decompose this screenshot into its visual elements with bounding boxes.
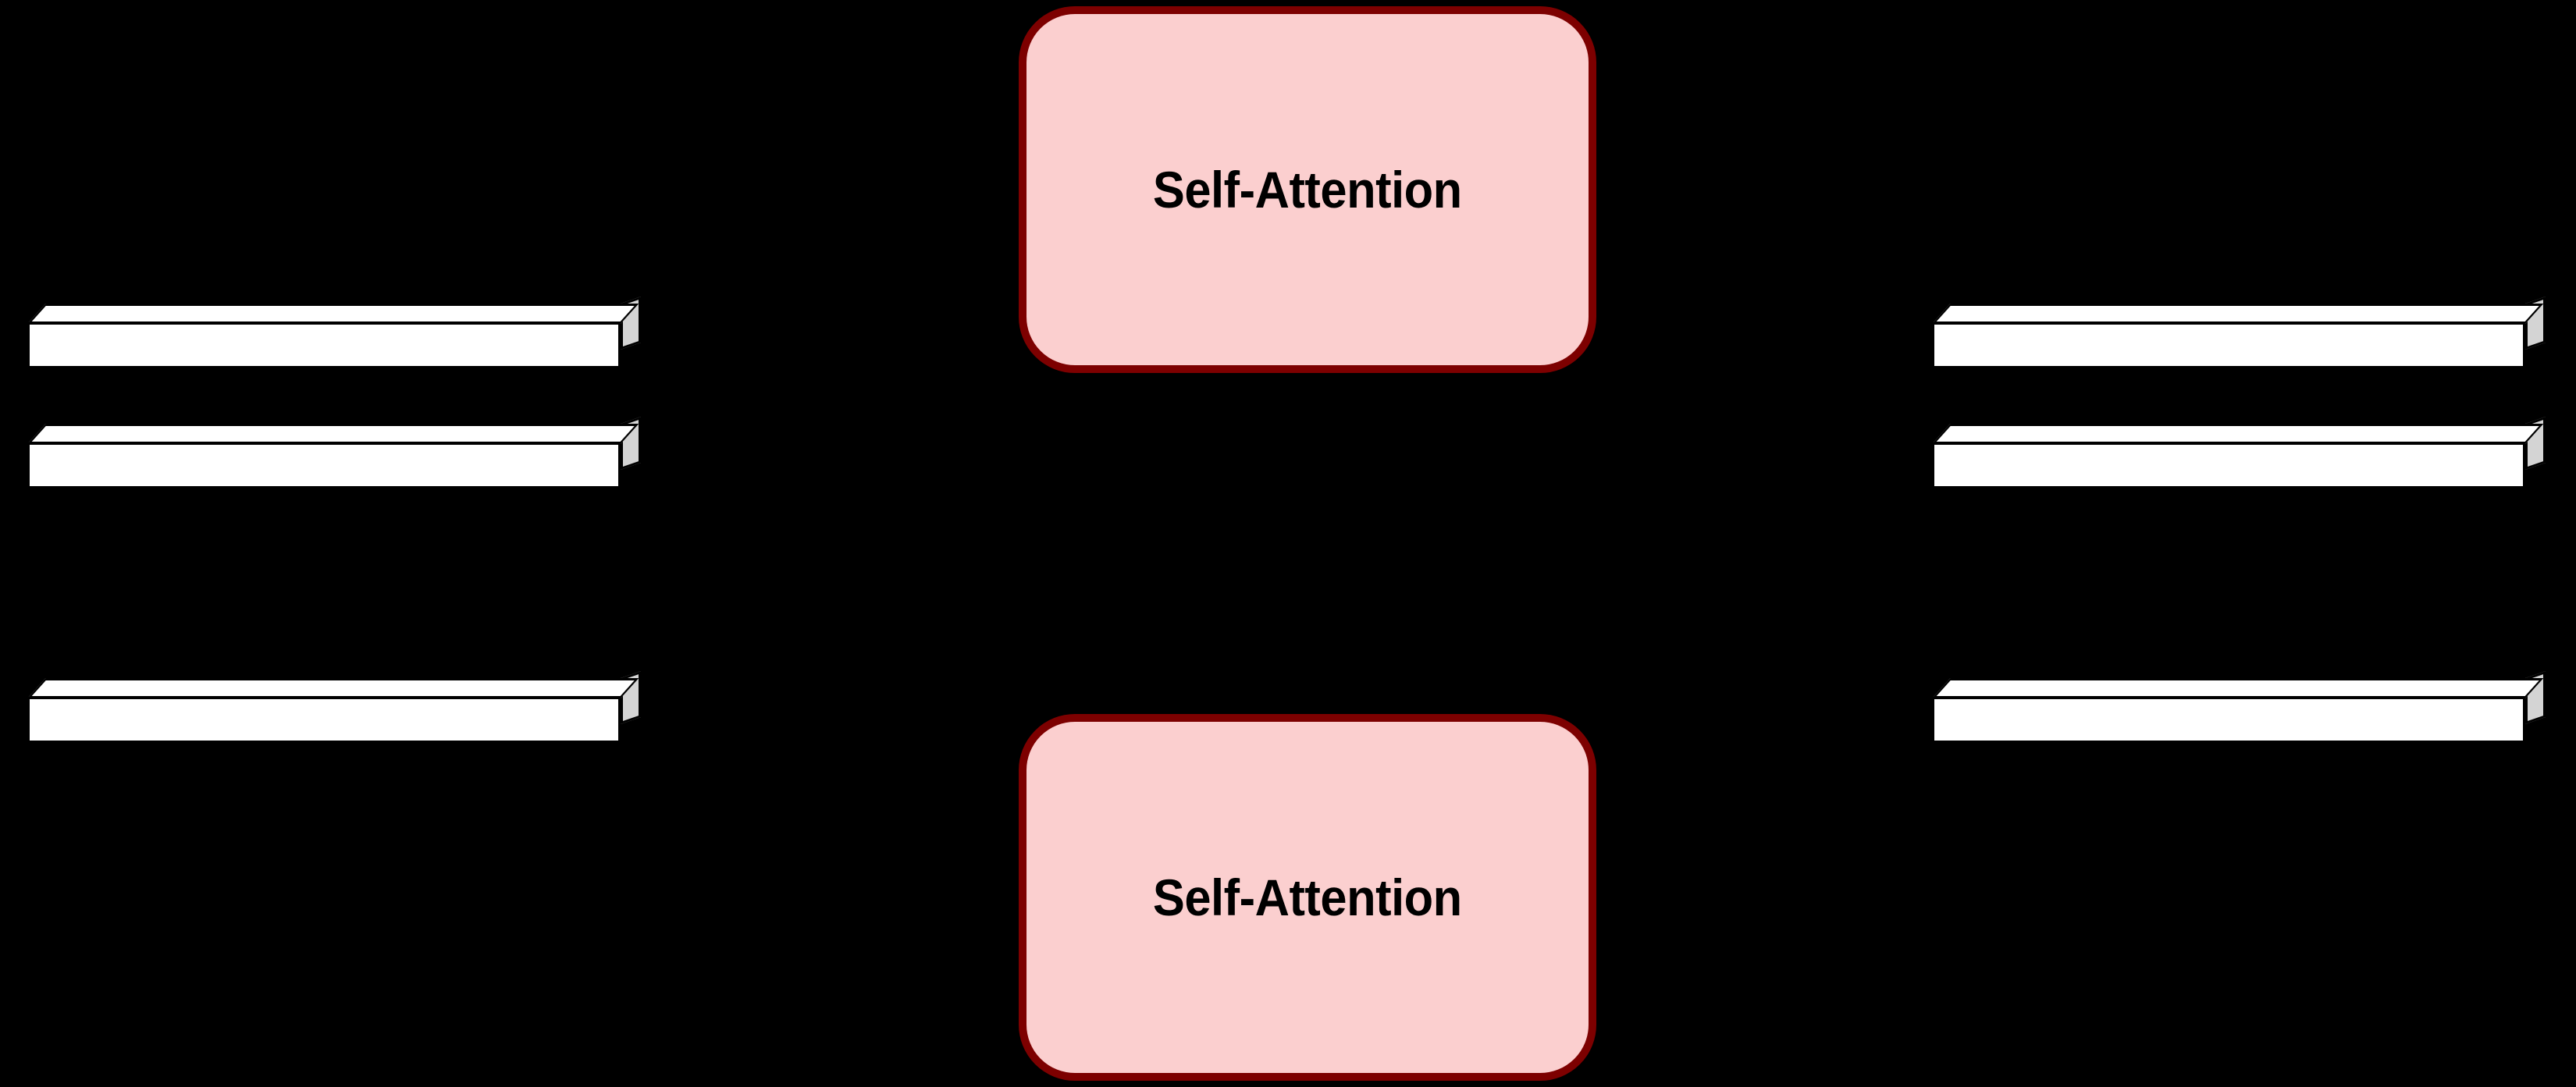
self-attention-block-bottom[interactable]: Self-Attention: [1019, 714, 1596, 1081]
tensor-front-face: [27, 322, 621, 368]
right-tensor-2: [1932, 417, 2564, 488]
left-tensor-3: [27, 671, 660, 743]
self-attention-label: Self-Attention: [1153, 161, 1462, 218]
tensor-top-face: [1932, 678, 2544, 698]
tensor-top-face: [27, 678, 639, 698]
tensor-front-face: [27, 442, 621, 488]
self-attention-label: Self-Attention: [1153, 869, 1462, 926]
left-tensor-2: [27, 417, 660, 488]
right-tensor-1: [1932, 297, 2564, 368]
left-tensor-1: [27, 297, 660, 368]
tensor-front-face: [1932, 442, 2525, 488]
tensor-top-face: [1932, 304, 2544, 324]
tensor-front-face: [27, 697, 621, 743]
self-attention-block-top[interactable]: Self-Attention: [1019, 6, 1596, 373]
right-tensor-3: [1932, 671, 2564, 743]
tensor-top-face: [1932, 424, 2544, 444]
tensor-top-face: [27, 424, 639, 444]
tensor-front-face: [1932, 697, 2525, 743]
tensor-top-face: [27, 304, 639, 324]
tensor-front-face: [1932, 322, 2525, 368]
